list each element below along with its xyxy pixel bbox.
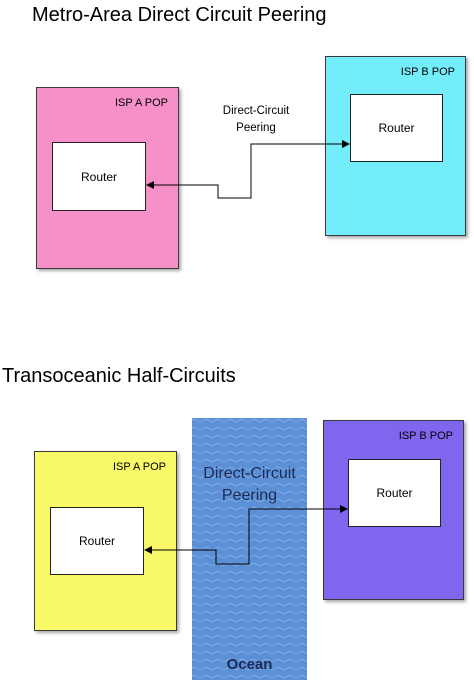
bottom-isp-a-router: Router <box>50 507 144 575</box>
top-connection-label-line2: Peering <box>236 122 276 134</box>
ocean-wave-line <box>192 634 307 639</box>
top-connection-label-line1: Direct-Circuit <box>222 105 290 117</box>
top-direct-circuit-line <box>146 140 350 199</box>
ocean-wave-line <box>192 594 307 599</box>
ocean-wave-line <box>192 650 307 655</box>
top-isp-b-router: Router <box>350 94 443 162</box>
ocean-wave-line <box>192 458 307 463</box>
ocean-wave-line <box>192 474 307 479</box>
ocean-wave-line <box>192 554 307 559</box>
ocean-wave-line <box>192 418 307 423</box>
ocean-wave-line <box>192 466 307 471</box>
top-isp-a-router: Router <box>52 142 146 211</box>
top-diagram-title: Metro-Area Direct Circuit Peering <box>32 4 327 26</box>
ocean-wave-line <box>192 570 307 575</box>
ocean-wave-line <box>192 426 307 431</box>
top-isp-b-pop-label: ISP B POP <box>400 66 455 78</box>
bottom-connection-label-line2: Peering <box>221 487 278 504</box>
top-connection-label: Direct-Circuit Peering <box>196 103 316 137</box>
ocean-wave-line <box>192 674 307 679</box>
ocean-wave-line <box>192 666 307 671</box>
ocean-wave-line <box>192 618 307 623</box>
ocean-wave-line <box>192 490 307 495</box>
ocean-wave-line <box>192 562 307 567</box>
ocean-wave-line <box>192 442 307 447</box>
ocean-wave-line <box>192 642 307 647</box>
bottom-connection-label: Direct-Circuit Peering <box>192 463 307 507</box>
ocean-wave-line <box>192 626 307 631</box>
bottom-isp-a-pop-label: ISP A POP <box>113 461 166 473</box>
bottom-direct-circuit-line <box>144 505 348 565</box>
bottom-diagram-title: Transoceanic Half-Circuits <box>2 365 236 387</box>
ocean-wave-line <box>192 610 307 615</box>
top-isp-a-pop-label: ISP A POP <box>115 97 168 109</box>
ocean-wave-line <box>192 578 307 583</box>
bottom-connection-label-line1: Direct-Circuit <box>203 465 296 482</box>
ocean-wave-line <box>192 602 307 607</box>
ocean-wave-line <box>192 434 307 439</box>
ocean-wave-line <box>192 450 307 455</box>
ocean-wave-line <box>192 498 307 503</box>
ocean-wave-line <box>192 586 307 591</box>
ocean-label: Ocean <box>226 656 273 673</box>
ocean-wave-line <box>192 482 307 487</box>
bottom-isp-b-pop-label: ISP B POP <box>398 430 453 442</box>
bottom-isp-b-router: Router <box>348 459 441 527</box>
ocean-wave-line <box>192 658 307 663</box>
